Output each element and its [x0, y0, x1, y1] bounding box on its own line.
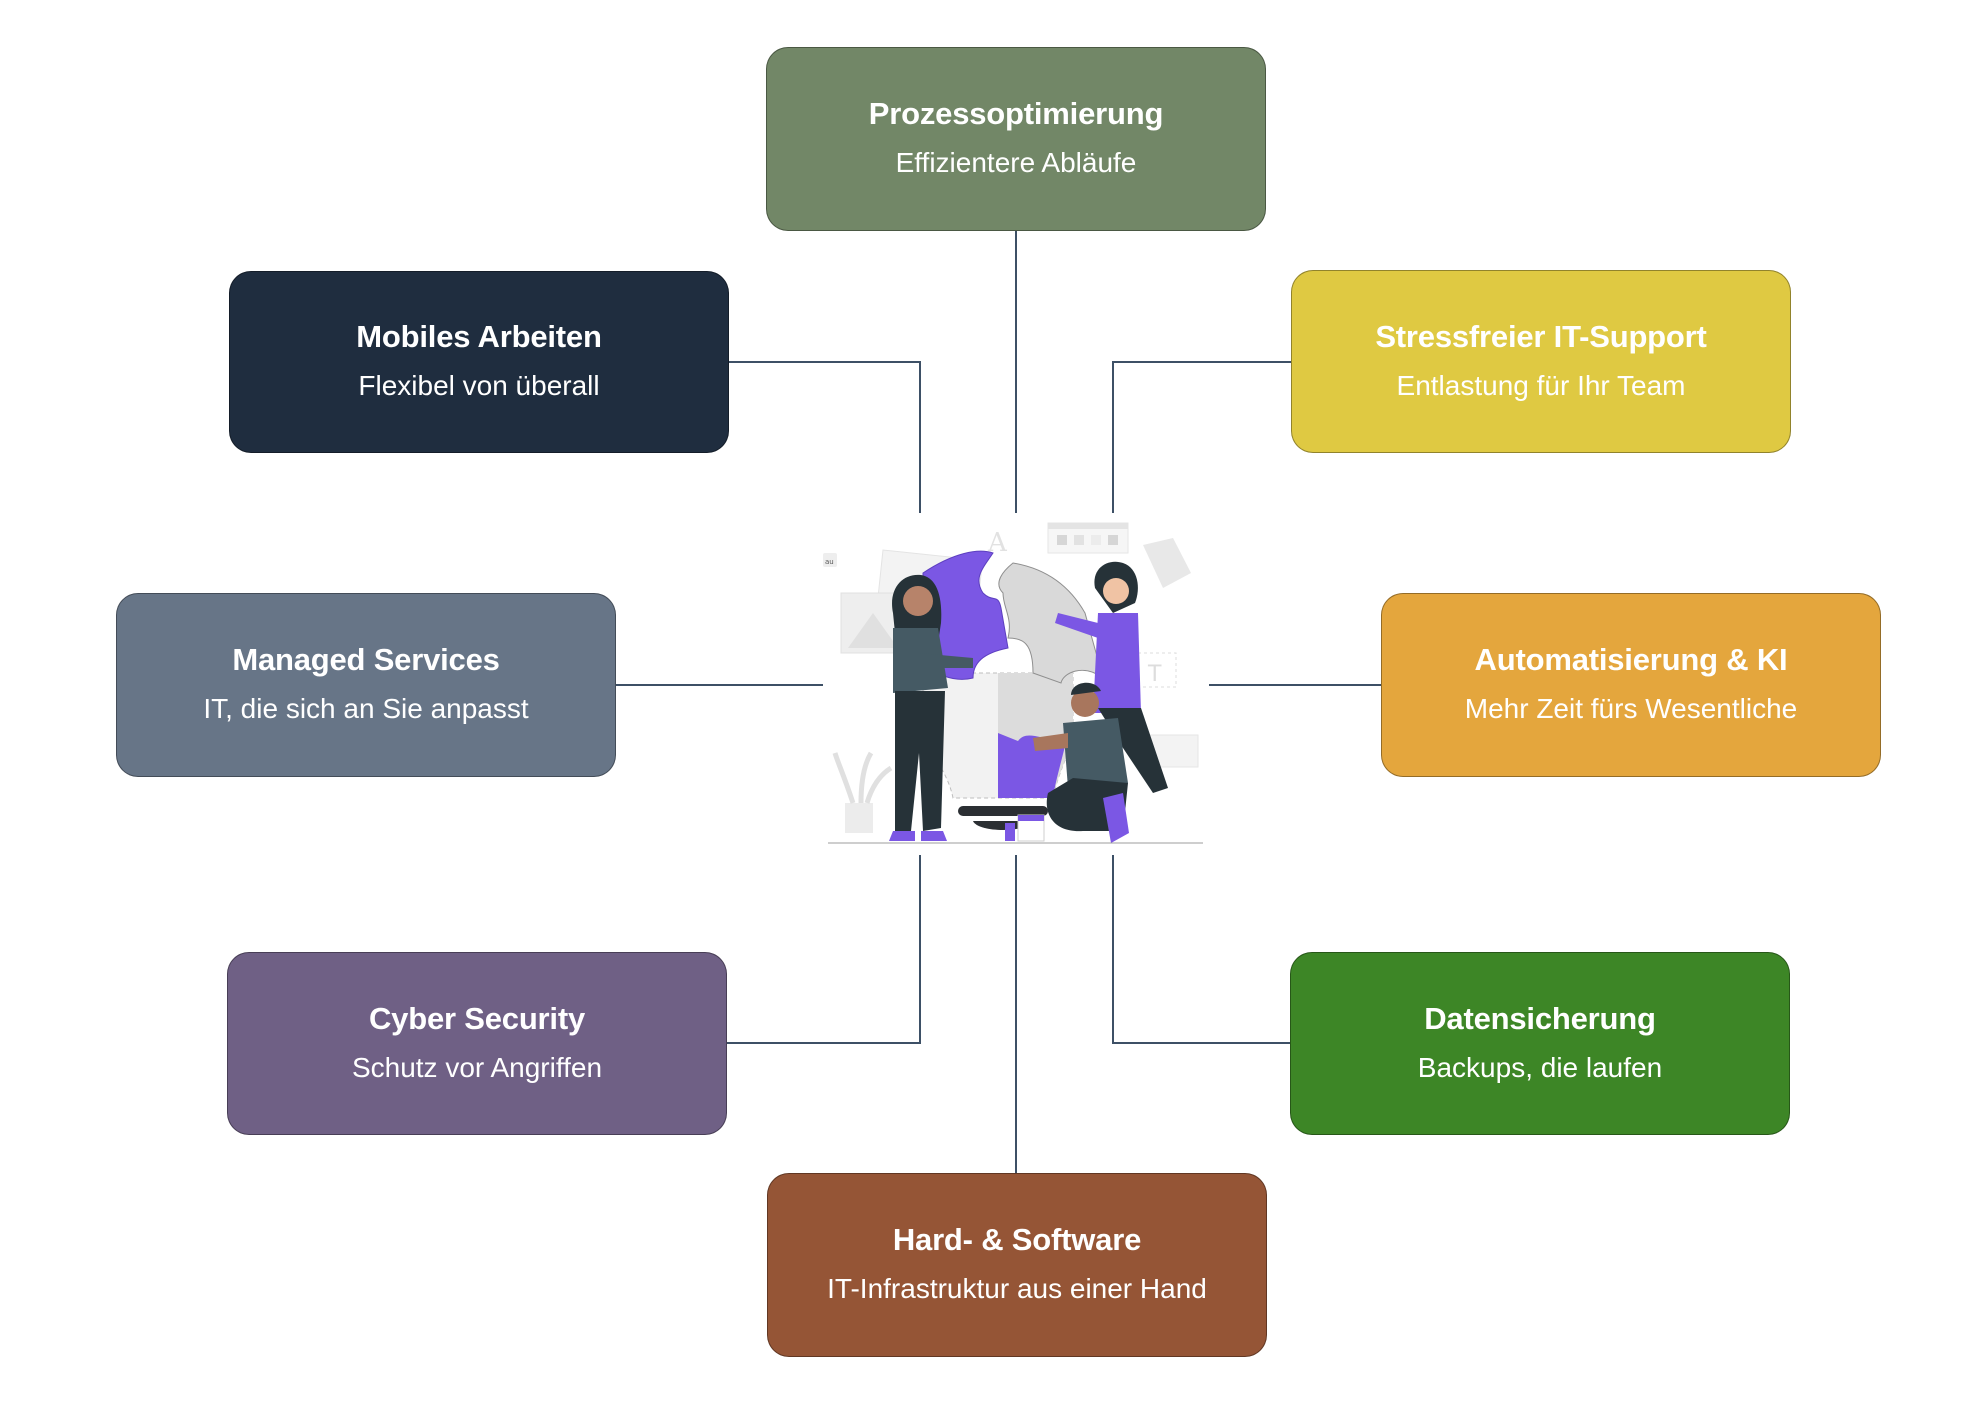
node-subtitle: Entlastung für Ihr Team	[1396, 369, 1686, 401]
node-mobiles-arbeiten[interactable]: Mobiles Arbeiten Flexibel von überall	[229, 271, 729, 453]
node-subtitle: IT-Infrastruktur aus einer Hand	[827, 1273, 1207, 1304]
node-automatisierung-ki[interactable]: Automatisierung & KI Mehr Zeit fürs Wese…	[1381, 593, 1881, 777]
team-puzzle-illustration: au A T	[823, 522, 1203, 844]
node-stressfreier-it-support[interactable]: Stressfreier IT-Support Entlastung für I…	[1291, 270, 1791, 453]
node-subtitle: Schutz vor Angriffen	[351, 1051, 603, 1083]
node-title: Automatisierung & KI	[1474, 642, 1788, 677]
node-title: Stressfreier IT-Support	[1375, 318, 1707, 354]
node-managed-services[interactable]: Managed Services IT, die sich an Sie anp…	[116, 593, 616, 777]
node-prozessoptimierung[interactable]: Prozessoptimierung Effizientere Abläufe	[766, 47, 1266, 231]
node-subtitle: IT, die sich an Sie anpasst	[203, 693, 529, 724]
node-subtitle: Flexibel von überall	[358, 370, 600, 401]
connector-upper-right	[1112, 361, 1291, 513]
node-cyber-security[interactable]: Cyber Security Schutz vor Angriffen	[227, 952, 727, 1135]
connector-upper-left	[728, 361, 921, 513]
node-title: Hard- & Software	[892, 1222, 1142, 1257]
node-datensicherung[interactable]: Datensicherung Backups, die laufen	[1290, 952, 1790, 1135]
node-hard-software[interactable]: Hard- & Software IT-Infrastruktur aus ei…	[767, 1173, 1267, 1357]
illustration-tag: au	[825, 558, 834, 566]
node-title: Mobiles Arbeiten	[356, 319, 602, 354]
node-title: Managed Services	[232, 642, 500, 677]
svg-text:A: A	[987, 528, 1008, 558]
center-illustration: au A T	[823, 513, 1211, 855]
connector-lower-right	[1112, 855, 1290, 1044]
node-subtitle: Effizientere Abläufe	[895, 147, 1137, 178]
svg-text:T: T	[1147, 662, 1162, 687]
node-title: Datensicherung	[1424, 1000, 1656, 1036]
node-subtitle: Backups, die laufen	[1417, 1051, 1663, 1083]
node-title: Cyber Security	[368, 1000, 586, 1036]
connector-lower-left	[727, 855, 921, 1044]
node-title: Prozessoptimierung	[868, 96, 1164, 131]
node-subtitle: Mehr Zeit fürs Wesentliche	[1464, 693, 1798, 724]
